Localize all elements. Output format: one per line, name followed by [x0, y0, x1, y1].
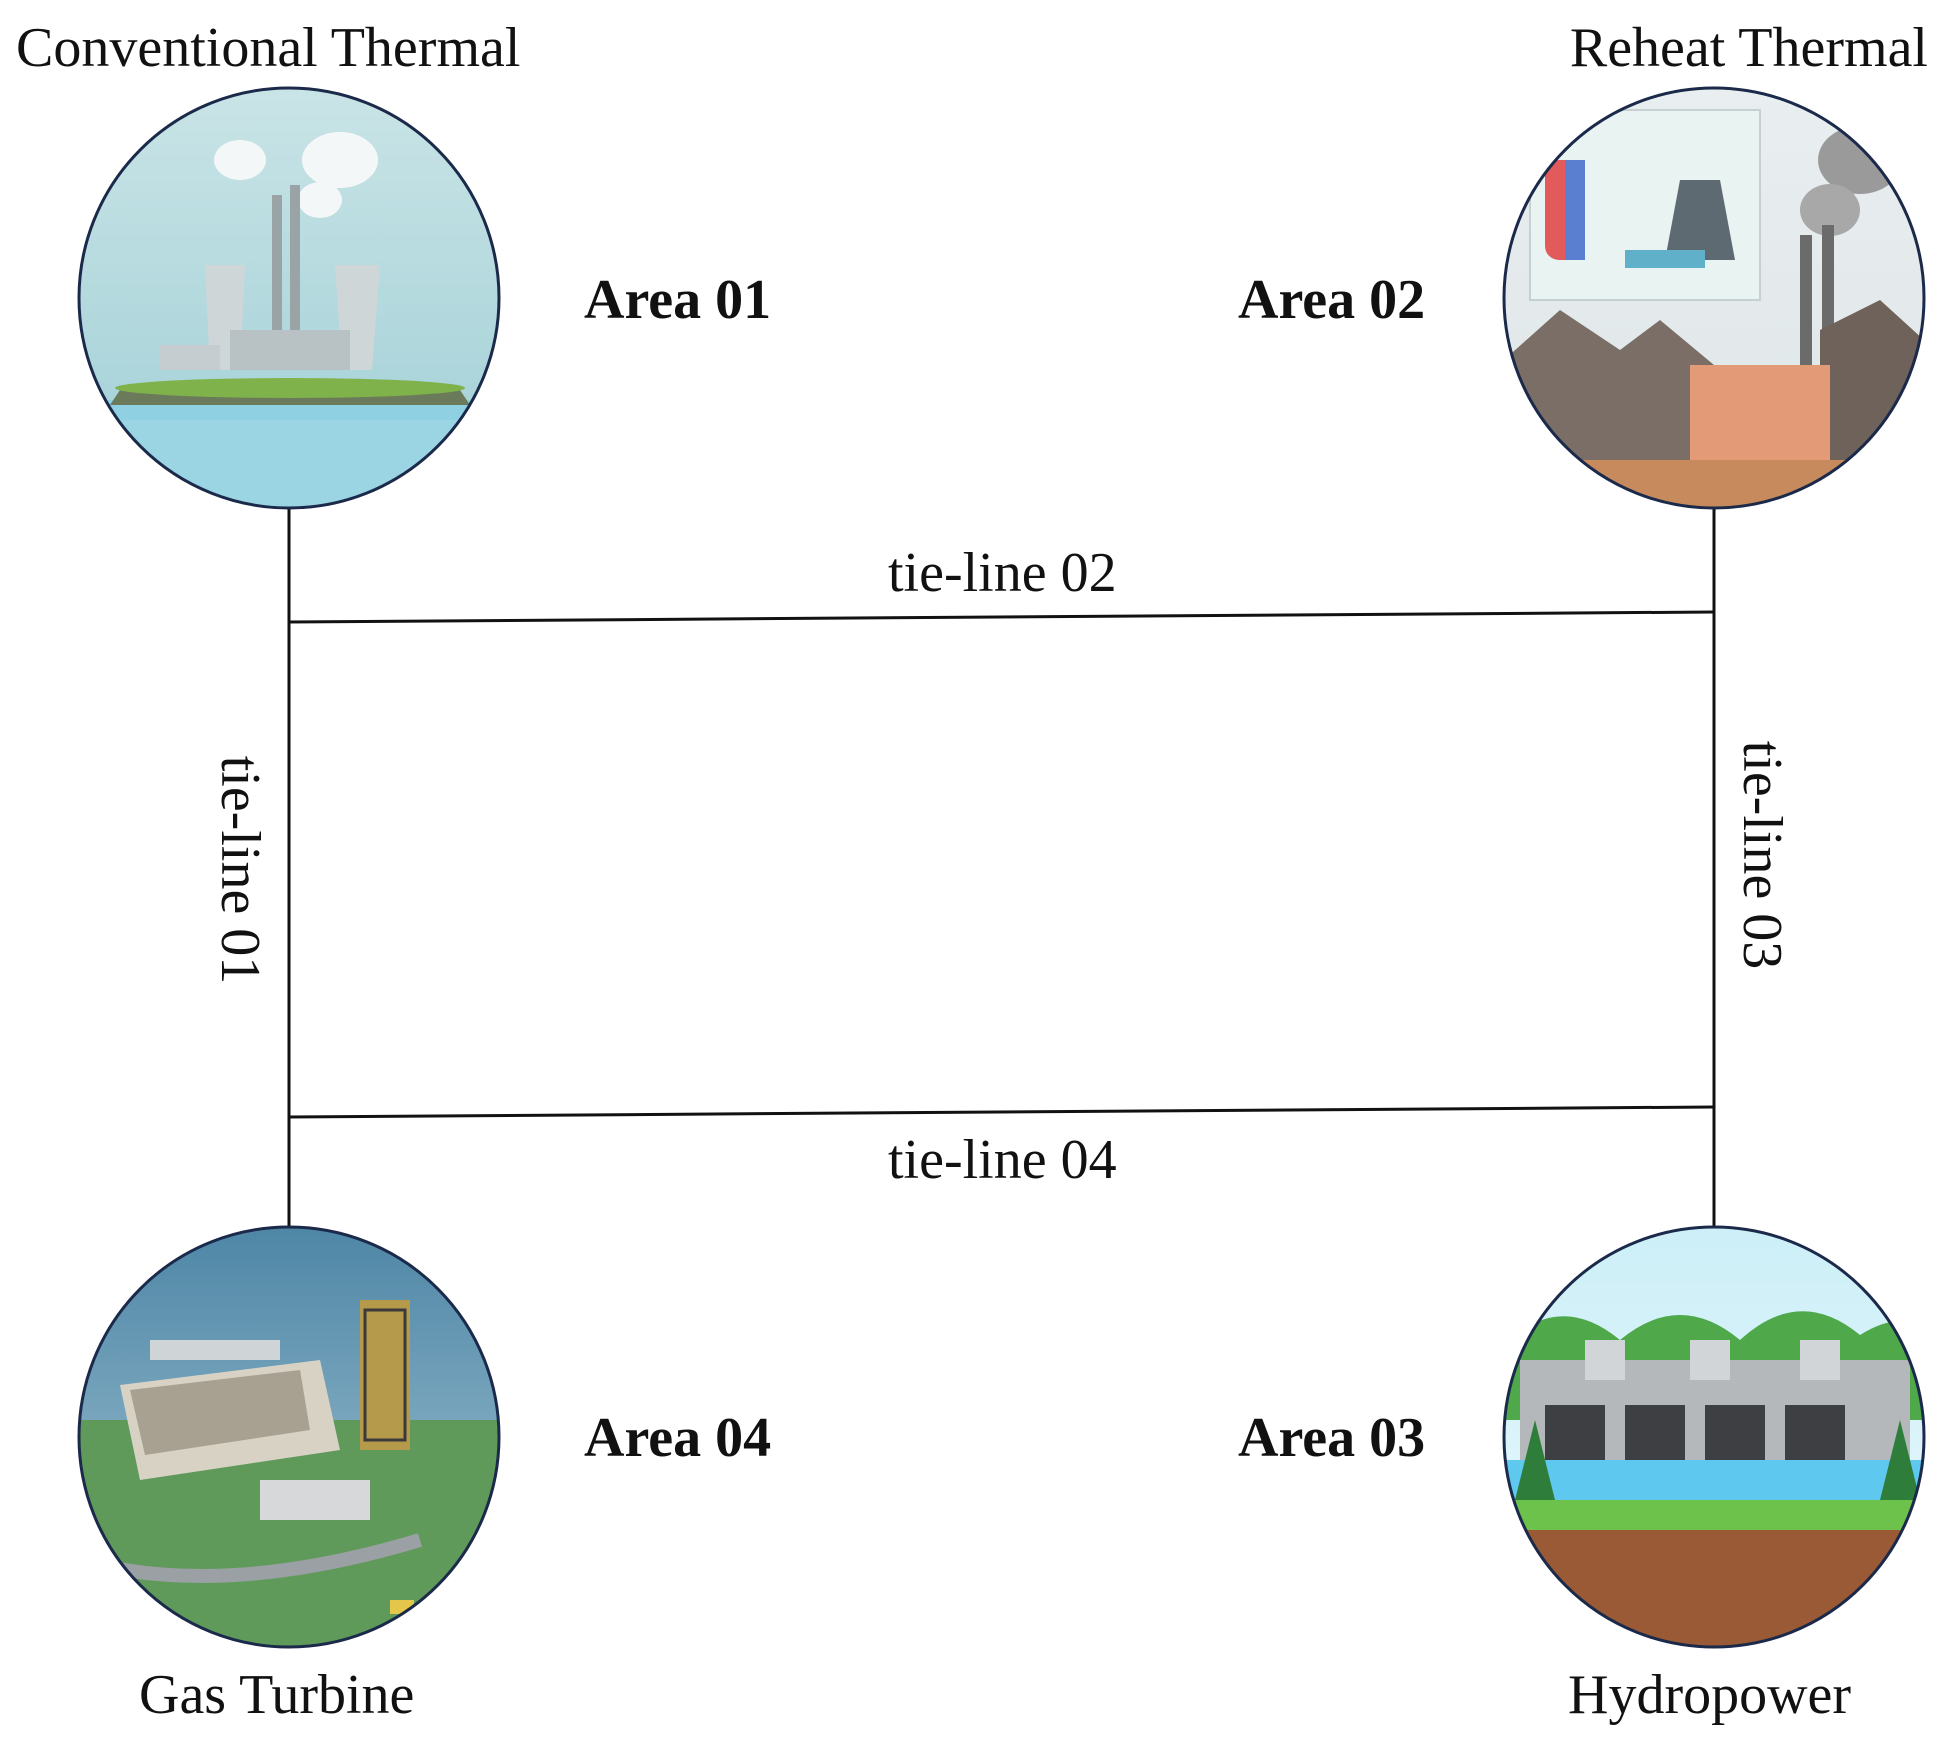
tie-line-04-label: tie-line 04 — [888, 1129, 1117, 1191]
area-02-label: Area 02 — [1238, 269, 1426, 331]
area-02-circle — [1502, 86, 1926, 510]
tie-line-02-label: tie-line 02 — [888, 542, 1117, 604]
reheat-thermal-plant-image — [1504, 88, 1924, 508]
tie-line-04-line — [288, 1105, 1715, 1119]
gas-turbine-plant-image — [79, 1227, 499, 1647]
connection-lines — [287, 508, 1716, 1227]
area-04-plant-label: Gas Turbine — [139, 1664, 415, 1726]
area-01-plant-label: Conventional Thermal — [16, 17, 521, 79]
area-01-circle — [77, 86, 501, 510]
area-03-label: Area 03 — [1238, 1407, 1426, 1469]
area-03-plant-label: Hydropower — [1568, 1664, 1852, 1726]
area-02-plant-label: Reheat Thermal — [1569, 17, 1928, 79]
area-03-circle — [1502, 1225, 1926, 1649]
tie-line-01-label: tie-line 01 — [209, 755, 271, 985]
tie-line-03-label: tie-line 03 — [1731, 740, 1793, 970]
area-04-circle — [77, 1225, 501, 1649]
area-01-label: Area 01 — [584, 269, 772, 331]
conventional-thermal-plant-image — [79, 88, 499, 508]
area-04-label: Area 04 — [584, 1407, 772, 1469]
hydropower-plant-image — [1504, 1227, 1924, 1647]
tie-line-02-line — [288, 610, 1715, 624]
